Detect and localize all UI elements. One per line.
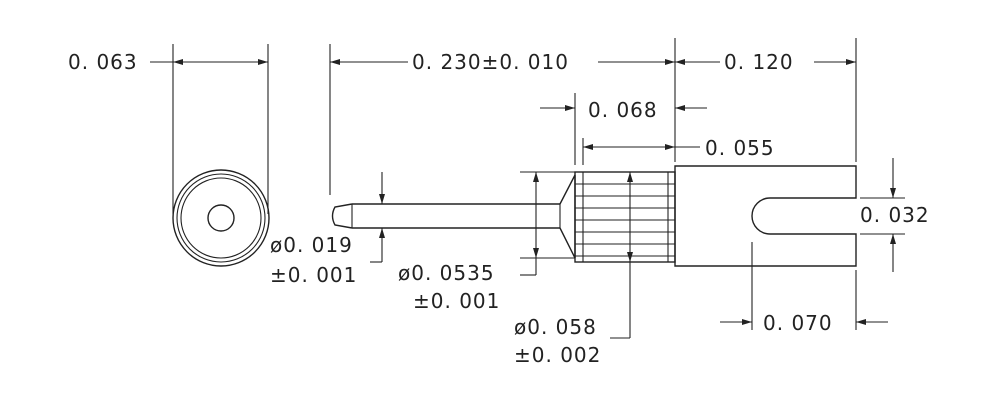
shank-diameter-dimension: ø0. 0535 ±0. 001 — [398, 171, 575, 313]
knurl-length-dimension: 0. 068 — [540, 93, 707, 165]
slot-width-label: 0. 032 — [860, 203, 930, 227]
knurl-diameter-value: ø0. 058 — [514, 315, 597, 339]
pin-diameter-tolerance: ±0. 001 — [270, 263, 357, 287]
pin-diameter-dimension: ø0. 019 ±0. 001 — [270, 172, 385, 287]
slot-width-dimension: 0. 032 — [860, 158, 930, 272]
overall-length-dimension: 0. 230±0. 010 0. 120 — [329, 38, 857, 195]
knurl-diameter-dimension: ø0. 058 ±0. 002 — [514, 172, 633, 367]
end-view: 0. 063 — [68, 44, 270, 267]
end-diameter-label: 0. 063 — [68, 50, 138, 74]
collar-length-dimension: 0. 055 — [582, 136, 775, 165]
knurl-diameter-tolerance: ±0. 002 — [514, 343, 601, 367]
fork-length-label: 0. 120 — [724, 50, 794, 74]
slot-depth-dimension: 0. 070 — [720, 242, 888, 335]
overall-length-label: 0. 230±0. 010 — [412, 50, 569, 74]
collar-length-label: 0. 055 — [705, 136, 775, 160]
shank-diameter-value: ø0. 0535 — [398, 261, 495, 285]
pin-diameter-value: ø0. 019 — [270, 233, 353, 257]
slot-depth-label: 0. 070 — [763, 311, 833, 335]
side-view — [331, 165, 857, 267]
knurl-length-label: 0. 068 — [588, 98, 658, 122]
shank-diameter-tolerance: ±0. 001 — [413, 289, 500, 313]
